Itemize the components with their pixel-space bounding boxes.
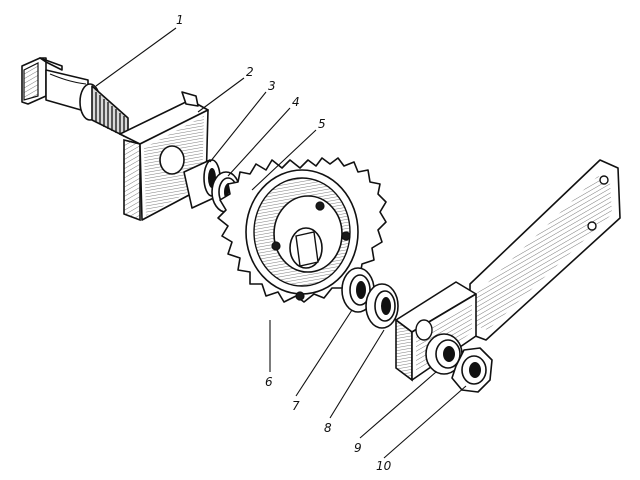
callout-10: 10	[376, 459, 392, 473]
callout-6: 6	[265, 375, 273, 389]
callout-3: 3	[268, 79, 276, 93]
callout-5: 5	[318, 117, 326, 131]
callout-4: 4	[292, 95, 300, 109]
part-8-bearing	[365, 283, 399, 329]
part-6-sprocket	[217, 157, 387, 303]
callout-2: 2	[246, 65, 254, 79]
callout-7: 7	[292, 399, 300, 413]
callout-9: 9	[354, 441, 362, 455]
part-1-tension-bolt	[21, 57, 129, 139]
leader-7	[295, 309, 353, 397]
part-9-washer	[425, 333, 463, 375]
callout-labels: 1 2 3 4 5 6 7 8 9 10	[176, 13, 392, 473]
leader-9	[359, 371, 437, 439]
leader-lines	[95, 27, 467, 459]
leader-3	[209, 91, 267, 163]
callout-1: 1	[176, 13, 184, 27]
callout-8: 8	[324, 421, 332, 435]
leader-5	[251, 129, 317, 191]
leader-8	[329, 329, 385, 419]
leader-10	[383, 385, 467, 459]
part-10-nut	[451, 347, 493, 393]
leader-1	[95, 27, 177, 87]
leader-2	[197, 77, 245, 113]
leader-4	[227, 107, 291, 177]
